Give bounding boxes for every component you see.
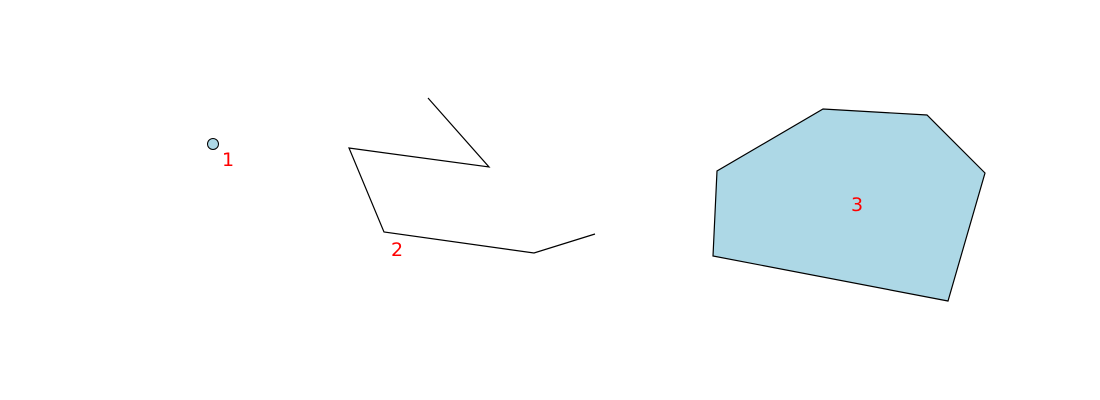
shape-label-3: 3: [851, 194, 863, 216]
shape-label-1: 1: [222, 149, 234, 171]
polygon-area: [712, 108, 986, 302]
shape-label-2: 2: [391, 239, 403, 261]
point-marker: [207, 138, 219, 150]
polyline-path: [348, 97, 596, 254]
shape-point: 1: [207, 138, 234, 171]
shape-polyline: 2: [348, 97, 596, 261]
shape-polygon: 3: [712, 108, 986, 302]
